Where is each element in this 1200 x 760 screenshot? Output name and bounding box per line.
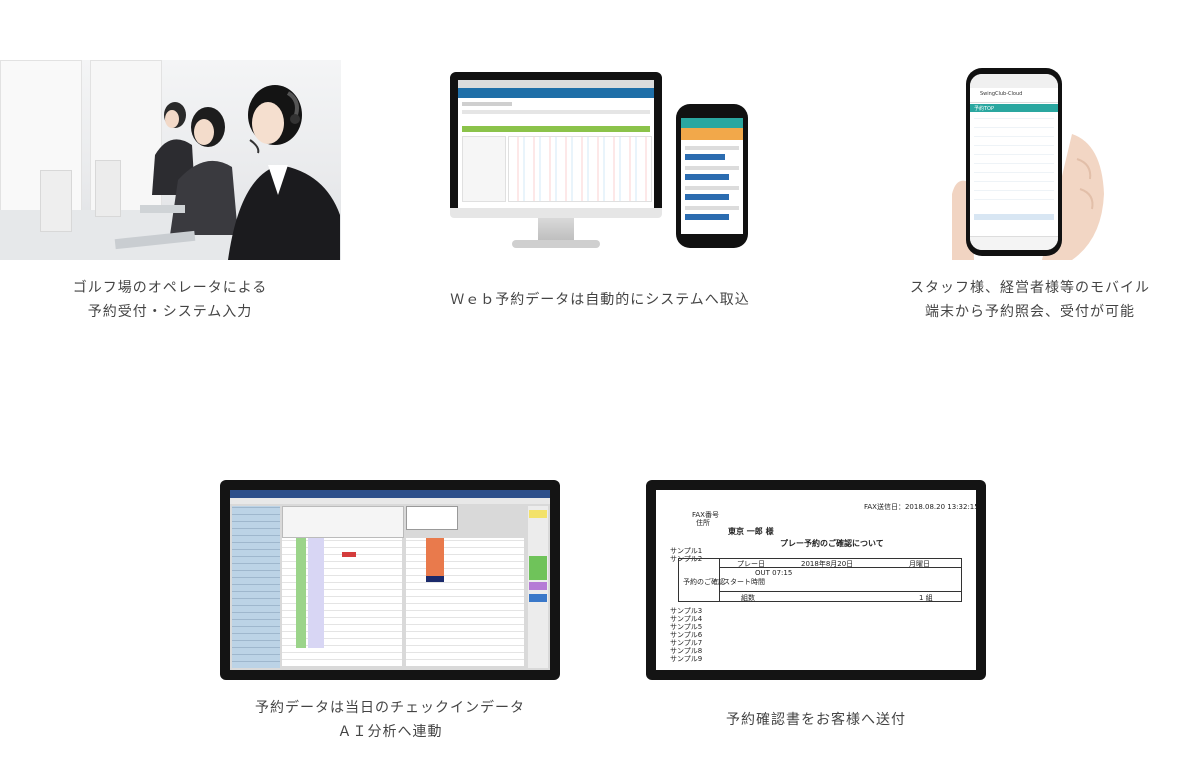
browser-bar	[458, 80, 654, 88]
caption-web-import: Ｗｅｂ予約データは自動的にシステムへ取込	[450, 292, 750, 308]
groups-value: 1 組	[919, 594, 933, 602]
monitor-shape	[95, 160, 121, 217]
operators-illustration	[114, 85, 340, 260]
monitor-screen	[450, 72, 662, 216]
groups-label: 組数	[741, 594, 755, 602]
sample-line: サンプル3	[670, 607, 703, 615]
sample-line: サンプル7	[670, 639, 703, 647]
section-title: 予約TOP	[974, 106, 995, 112]
fax-screen-frame: FAX送信日：2018.08.20 13:32:15 FAX番号 住所 東京 一…	[646, 480, 986, 680]
play-date-label: プレー日	[737, 560, 765, 568]
smartphone: SwingClub-Cloud 予約TOP	[966, 68, 1062, 256]
fax-confirmation-document: FAX送信日：2018.08.20 13:32:15 FAX番号 住所 東京 一…	[656, 490, 976, 670]
smartphone	[676, 104, 748, 248]
customer-name: 東京 一郎 様	[728, 527, 774, 536]
fax-sent-time: FAX送信日：2018.08.20 13:32:15	[864, 503, 976, 511]
reservation-system-screen	[230, 490, 550, 670]
caption-checkin-ai: 予約データは当日のチェックインデータ ＡＩ分析へ連動	[255, 700, 525, 740]
tee-sheet-grid-2	[406, 538, 524, 666]
weekday: 月曜日	[909, 560, 930, 568]
system-screen-frame	[220, 480, 560, 680]
calendar-grid	[508, 136, 652, 202]
caption-send-confirmation: 予約確認書をお客様へ送付	[726, 712, 906, 728]
app-title: SwingClub-Cloud	[980, 91, 1023, 97]
caption-operators: ゴルフ場のオペレータによる 予約受付・システム入力	[72, 280, 268, 320]
play-date: 2018年8月20日	[801, 560, 854, 568]
start-time: OUT 07:15	[755, 569, 793, 577]
sample-line: サンプル6	[670, 631, 703, 639]
confirm-label: 予約のご確認	[683, 578, 725, 586]
sample-line: サンプル8	[670, 647, 703, 655]
calendar-grid	[974, 118, 1054, 208]
start-label: スタート時間	[723, 578, 765, 586]
sample-line: サンプル2	[670, 555, 703, 563]
mobile-phone-photo: SwingClub-Cloud 予約TOP	[952, 64, 1107, 260]
address-label: 住所	[696, 519, 710, 527]
document-title: プレー予約のご確認について	[780, 539, 884, 548]
sample-line: サンプル1	[670, 547, 703, 555]
sample-line: サンプル5	[670, 623, 703, 631]
monitor-shape	[40, 170, 72, 232]
web-booking-devices	[450, 72, 750, 262]
mini-calendars	[232, 506, 280, 668]
confirmation-table: 予約のご確認 プレー日 2018年8月20日 月曜日 OUT 07:15 スター…	[678, 558, 962, 602]
green-bar	[462, 126, 650, 132]
caption-mobile: スタッフ様、経営者様等のモバイル 端末から予約照会、受付が可能	[910, 280, 1150, 320]
sample-line: サンプル4	[670, 615, 703, 623]
site-header	[458, 88, 654, 98]
sample-line: サンプル9	[670, 655, 703, 663]
fax-number-label: FAX番号	[692, 511, 719, 519]
operators-photo	[0, 60, 341, 260]
